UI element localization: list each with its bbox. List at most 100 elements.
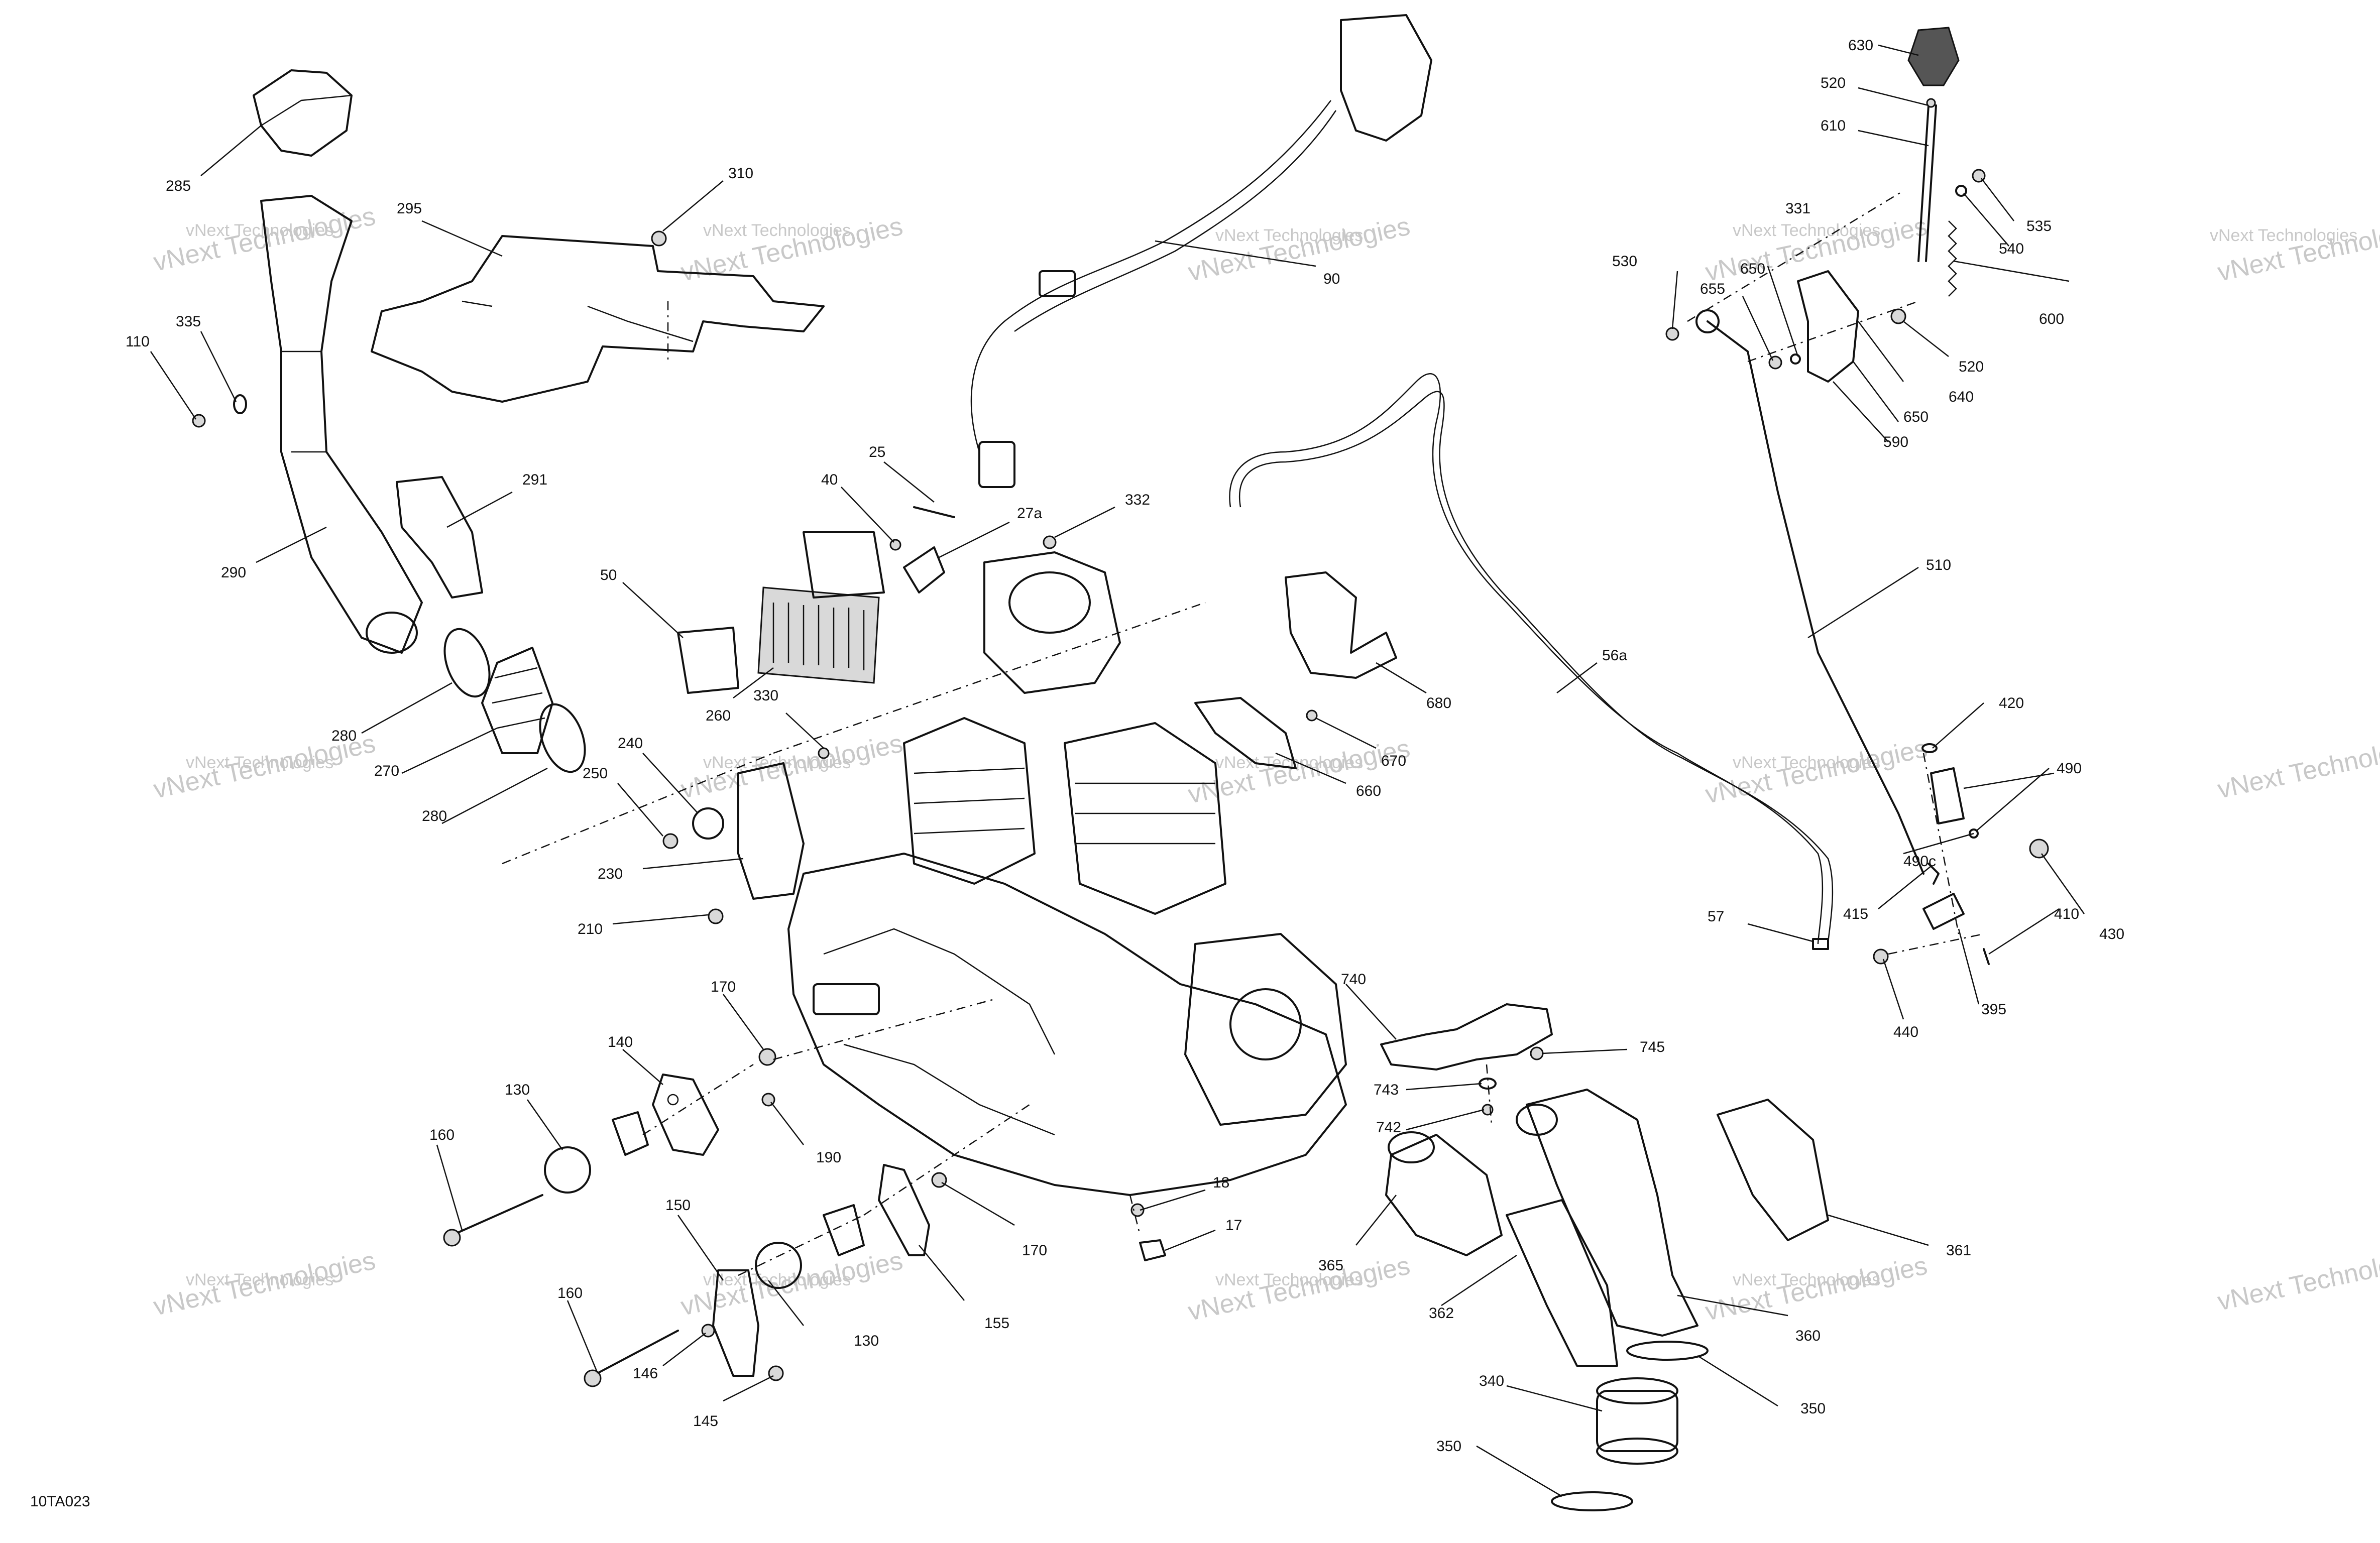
callout-295: 295: [397, 200, 422, 217]
washer-40: [889, 539, 901, 551]
callout-160: 160: [429, 1127, 455, 1143]
callout-610: 610: [1821, 117, 1846, 134]
watermark: vNext Technologies: [2215, 729, 2380, 804]
svg-text:vNext Technologies: vNext Technologies: [703, 1270, 851, 1289]
callout-362: 362: [1429, 1305, 1454, 1322]
clamp-280-left: [443, 628, 491, 698]
callout-155: 155: [984, 1315, 1009, 1332]
bracket-140: [652, 1074, 719, 1156]
callout-680: 680: [1426, 695, 1451, 711]
callout-130: 130: [505, 1082, 530, 1098]
rotax-logo: [813, 983, 880, 1015]
pin-410: [1983, 948, 1990, 965]
watermark: vNext Technologies vNext Technologies: [2210, 211, 2380, 287]
svg-text:vNext Technologies: vNext Technologies: [2210, 226, 2357, 245]
end-430: [2029, 839, 2049, 859]
nut-332: [1043, 535, 1057, 549]
svg-text:vNext Technologies: vNext Technologies: [1733, 221, 1880, 240]
callout-57: 57: [1708, 908, 1724, 925]
callout-395: 395: [1981, 1001, 2006, 1018]
bracket-395: [1922, 893, 1965, 930]
callout-540: 540: [1999, 241, 2024, 257]
callout-labels: 285 295 310 335 110 291 290 280 270 280 …: [126, 37, 2124, 1455]
nut-145: [768, 1365, 784, 1381]
callout-410: 410: [2054, 906, 2079, 922]
callout-290: 290: [221, 564, 246, 581]
callout-361: 361: [1946, 1242, 1971, 1259]
elbow-365: [1385, 1131, 1503, 1256]
callout-650: 650: [1740, 261, 1765, 277]
shield-660: [1194, 697, 1297, 769]
callout-650: 650: [1903, 409, 1929, 425]
bolt-160-bottom: [584, 1330, 679, 1387]
hose-56a: [1229, 373, 1834, 944]
leader-lines: [150, 44, 2085, 1497]
callout-190: 190: [816, 1149, 841, 1166]
callout-140: 140: [608, 1034, 633, 1050]
svg-text:vNext Technologies: vNext Technologies: [151, 201, 378, 277]
bolt-160-top: [443, 1194, 543, 1247]
callout-510: 510: [1926, 557, 1951, 573]
watermark: vNext Technologies vNext Technologies: [151, 1246, 378, 1321]
selector-590: [1797, 270, 1859, 383]
callout-150: 150: [665, 1197, 691, 1214]
svg-text:vNext Technologies: vNext Technologies: [1215, 226, 1363, 245]
drawing-code: 10TA023: [30, 1493, 90, 1510]
nut-250: [662, 833, 678, 849]
clamp-280-right: [539, 703, 586, 773]
callout-420: 420: [1999, 695, 2024, 711]
callout-350: 350: [1436, 1438, 1461, 1455]
shift-knob-630: [1907, 27, 1960, 86]
watermark: vNext Technologies vNext Technologies: [1703, 734, 1930, 809]
callout-740: 740: [1341, 971, 1366, 988]
bracket-740: [1380, 1003, 1553, 1071]
callout-291: 291: [522, 471, 547, 488]
callout-415: 415: [1843, 906, 1868, 922]
callout-110: 110: [126, 333, 150, 350]
nut-530: [1665, 327, 1679, 341]
duct-360: [1516, 1089, 1698, 1337]
screw-330: [818, 747, 830, 759]
washer-650: [1790, 353, 1801, 365]
assembly-lines: [502, 190, 1984, 1276]
callout-670: 670: [1381, 753, 1406, 769]
callout-745: 745: [1640, 1039, 1665, 1055]
svg-text:vNext Technologies: vNext Technologies: [186, 753, 333, 772]
callout-520: 520: [1821, 75, 1846, 91]
callout-280: 280: [422, 808, 447, 824]
plug-18: [1130, 1203, 1145, 1217]
callout-145: 145: [693, 1413, 718, 1430]
duct-boot-291: [396, 476, 483, 599]
intake-cover-285: [253, 69, 353, 157]
filter-340: [1596, 1377, 1678, 1465]
callout-331: 331: [1785, 200, 1810, 217]
elbow-27a: [903, 546, 945, 594]
callout-40: 40: [821, 471, 838, 488]
watermark: vNext Technologies: [2215, 1241, 2380, 1316]
clamp-350-bottom: [1551, 1491, 1633, 1511]
pin-440: [1873, 948, 1889, 965]
callout-360: 360: [1795, 1328, 1821, 1344]
svg-text:vNext Technologies: vNext Technologies: [186, 221, 333, 240]
watermark: vNext Technologies vNext Technologies: [1703, 1251, 1930, 1326]
spring-600: [1948, 220, 1957, 297]
shift-lever-610: [1917, 98, 1937, 262]
duct-362: [1506, 1199, 1618, 1367]
callout-660: 660: [1356, 783, 1381, 799]
screw-110: [192, 414, 206, 428]
shift-rod-510: [1695, 309, 1924, 875]
washer-335: [233, 394, 247, 414]
watermark: vNext Technologies vNext Technologies: [151, 201, 378, 277]
screw-310: [651, 230, 667, 247]
callout-640: 640: [1949, 389, 1974, 405]
callout-260: 260: [706, 707, 731, 724]
svg-text:vNext Technologies: vNext Technologies: [1733, 1270, 1880, 1289]
pin-640: [1890, 308, 1906, 324]
svg-text:vNext Technologies: vNext Technologies: [186, 1270, 333, 1289]
callout-630: 630: [1848, 37, 1873, 54]
watermark: vNext Technologies vNext Technologies: [1185, 1251, 1412, 1326]
wiring-harness-90: [970, 14, 1432, 488]
heat-shield-295: [371, 235, 825, 403]
sleeve-490: [1930, 767, 1965, 824]
